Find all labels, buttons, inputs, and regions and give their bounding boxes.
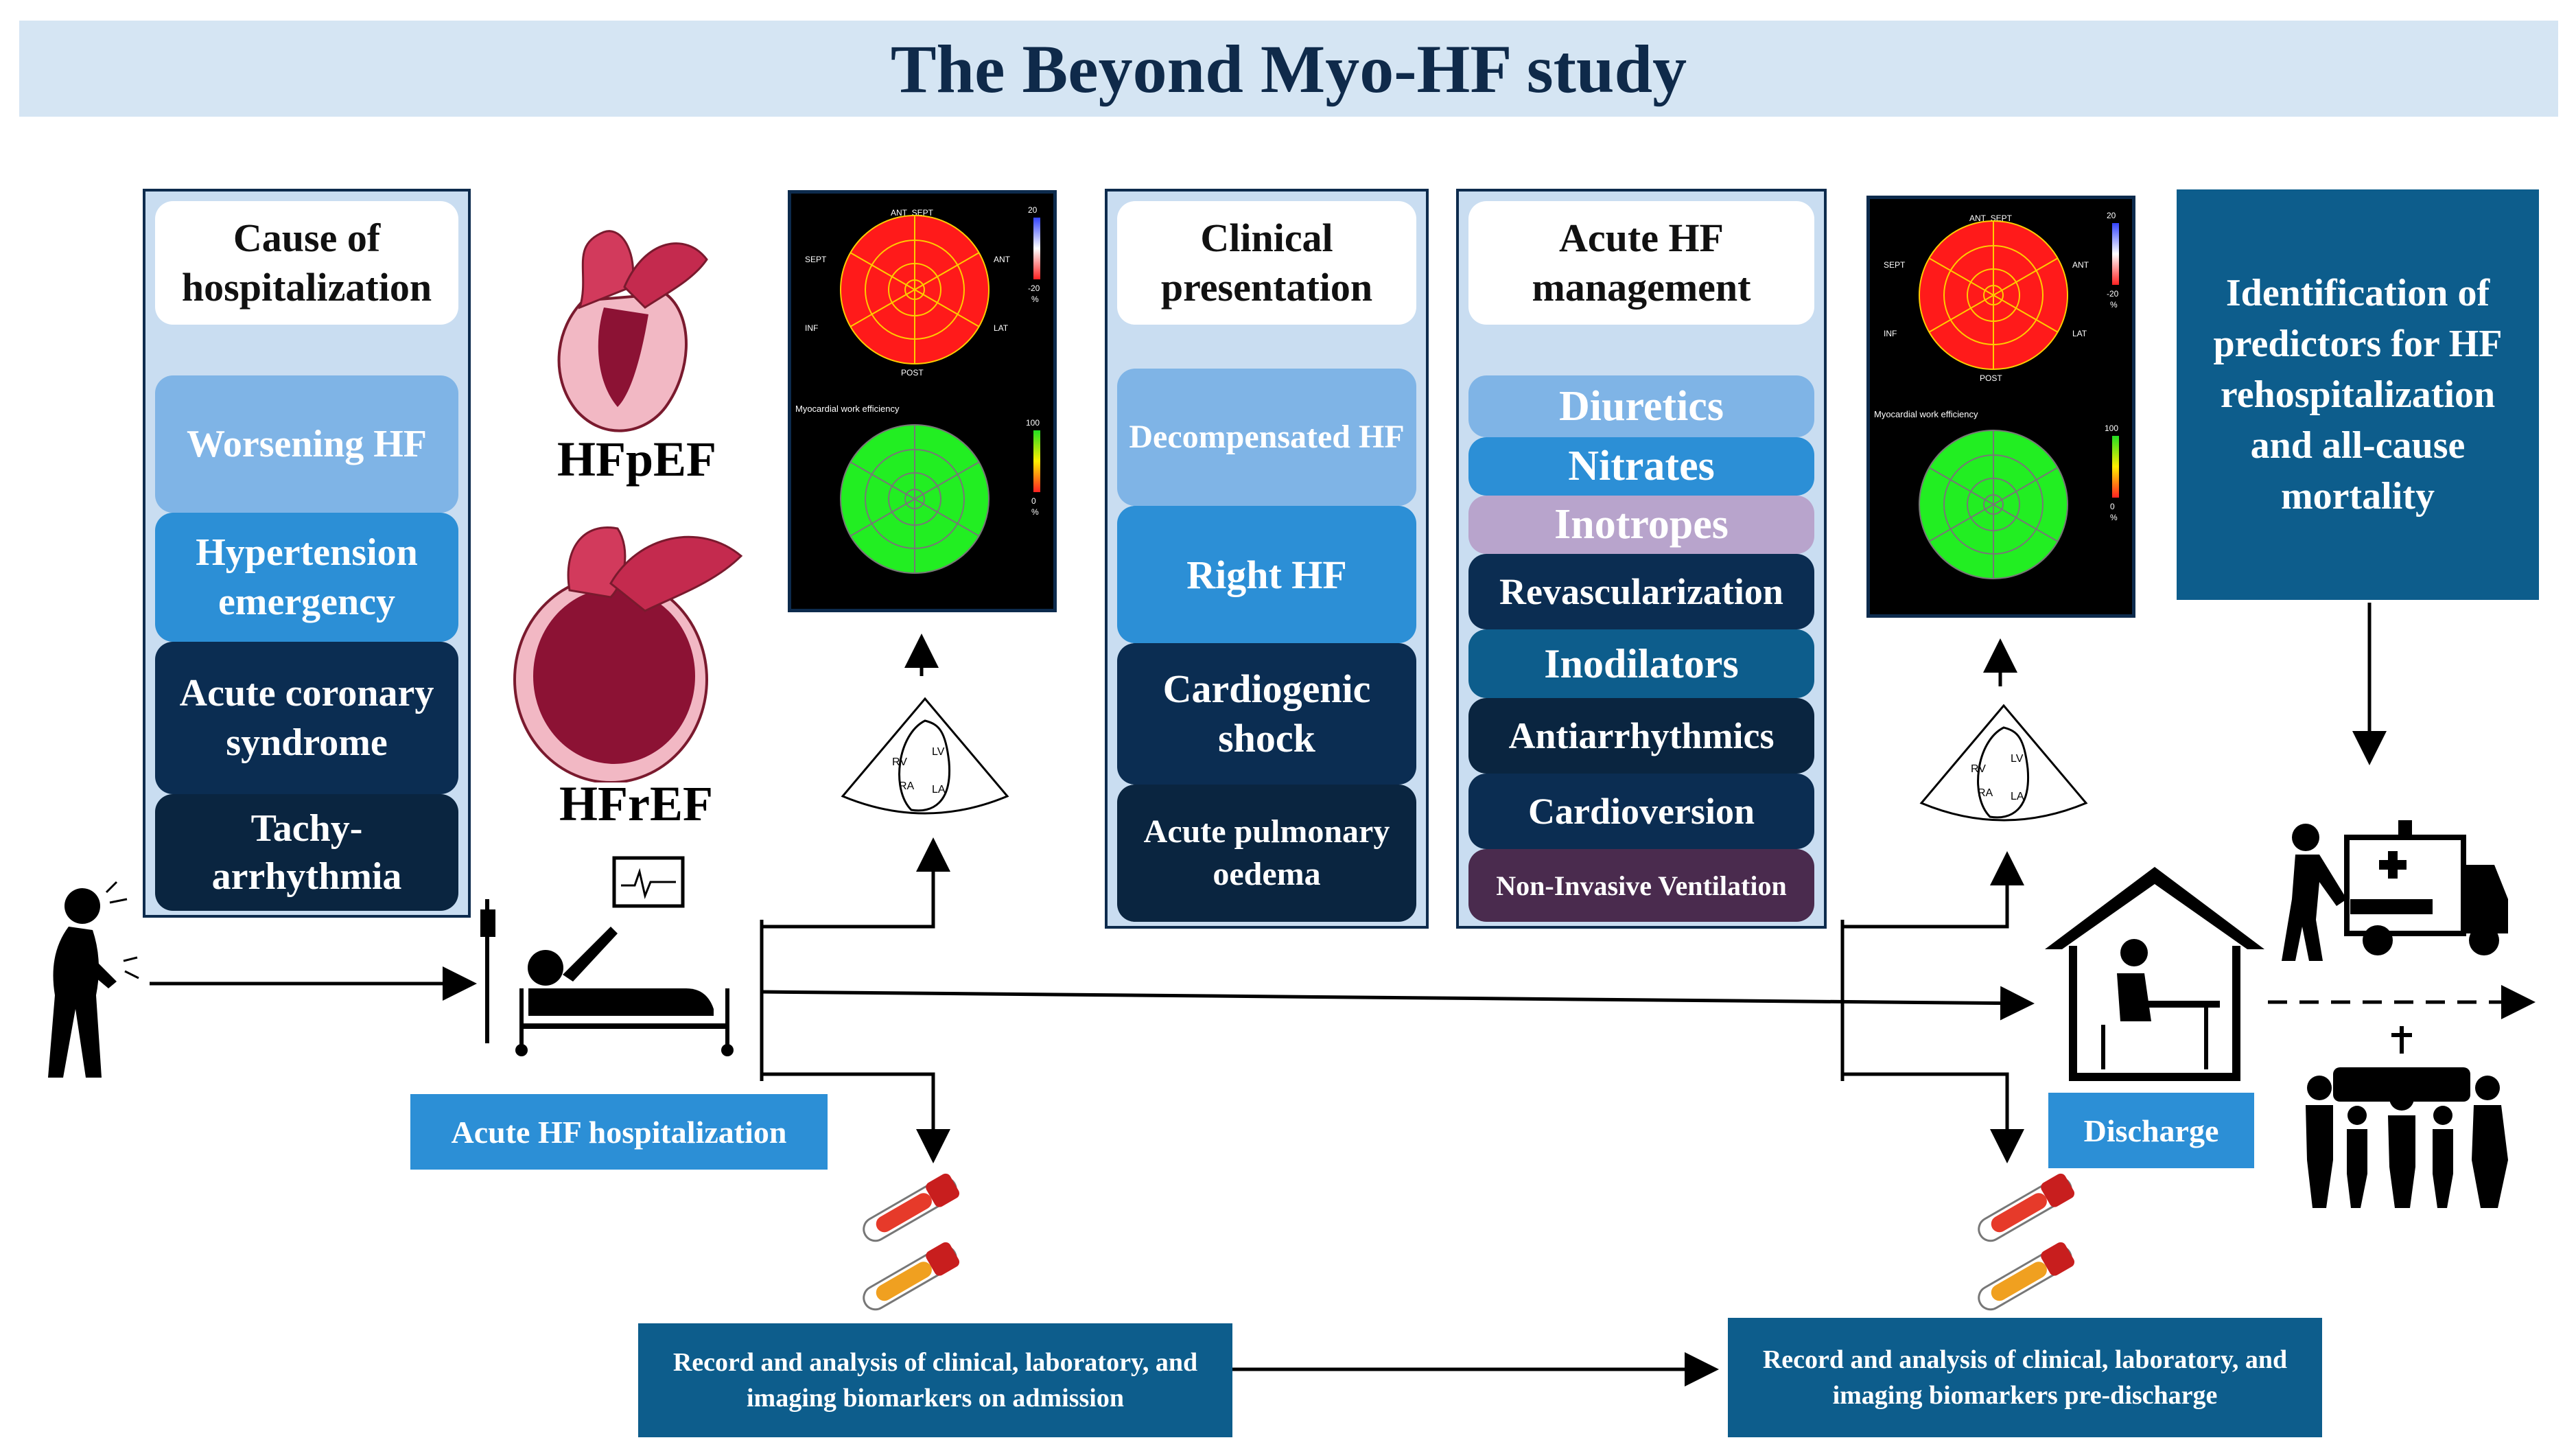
management-cardioversion: Cardioversion <box>1468 774 1814 849</box>
page-title: The Beyond Myo-HF study <box>890 30 1687 107</box>
clinical-panel-heading: Clinical presentation <box>1117 201 1416 325</box>
hfref-label: HFrEF <box>559 776 713 831</box>
echo-fan-icon-discharge: LV RV RA LA <box>1919 704 2088 822</box>
ambulance-icon <box>2282 820 2508 961</box>
strain-scale2-min: -20 <box>2107 289 2119 299</box>
management-diuretics: Diuretics <box>1468 375 1814 437</box>
efficiency-scale-min: 0 <box>1031 496 1036 506</box>
clinical-panel: Clinical presentation Decompensated HF R… <box>1105 189 1429 929</box>
blood-tubes-icon-admission <box>863 1173 960 1311</box>
strain-scale-max: 20 <box>1028 205 1038 215</box>
strain-scale-unit: % <box>1031 294 1039 304</box>
bullseye-plots-admission: ANT_SEPT SEPT ANT INF LAT POST 20 -20 % … <box>795 205 1040 574</box>
bullseye-label-post: POST <box>901 368 924 378</box>
bullseye-plots-discharge: ANT_SEPT SEPT ANT INF LAT POST 20 -20 % … <box>1874 211 2119 579</box>
clinical-decompensated-hf: Decompensated HF <box>1117 369 1416 506</box>
title-bar: The Beyond Myo-HF study <box>19 21 2558 117</box>
cause-hypertension-emergency: Hypertension emergency <box>155 513 458 642</box>
bullseye-panel-discharge: ANT_SEPT SEPT ANT INF LAT POST 20 -20 % … <box>1866 196 2135 618</box>
echo2-label-ra: RA <box>1978 787 1993 799</box>
clinical-acute-pulmonary-oedema: Acute pulmonary oedema <box>1117 785 1416 922</box>
cause-panel-heading: Cause of hospitalization <box>155 201 458 325</box>
echo2-label-lv: LV <box>2011 753 2024 765</box>
efficiency2-title: Myocardial work efficiency <box>1874 409 1978 419</box>
clinical-right-hf: Right HF <box>1117 506 1416 643</box>
bullseye-label-lat: LAT <box>994 323 1009 333</box>
cause-tachyarrhythmia: Tachy-arrhythmia <box>155 794 458 911</box>
blood-tubes-icon-discharge <box>1978 1173 2075 1311</box>
echo-label-rv: RV <box>892 756 907 768</box>
home-icon <box>2045 867 2264 1081</box>
clinical-cardiogenic-shock: Cardiogenic shock <box>1117 643 1416 785</box>
record-box-discharge: Record and analysis of clinical, laborat… <box>1728 1318 2322 1437</box>
bullseye2-label-ant-sept: ANT_SEPT <box>1969 213 2013 223</box>
bullseye2-label-ant: ANT <box>2072 260 2089 270</box>
echo-label-ra: RA <box>899 780 915 792</box>
admission-label: Acute HF hospitalization <box>410 1094 828 1170</box>
echo-fan-icon-admission: LV RV RA LA <box>841 697 1009 815</box>
hfpef-heart-icon <box>557 230 708 432</box>
echo2-label-rv: RV <box>1971 763 1986 775</box>
cause-panel: Cause of hospitalization Worsening HF Hy… <box>143 189 471 918</box>
record-box-admission: Record and analysis of clinical, laborat… <box>638 1323 1232 1437</box>
echo-label-lv: LV <box>932 746 945 758</box>
chest-pain-patient-icon <box>48 881 139 1078</box>
efficiency2-scale-max: 100 <box>2105 423 2118 433</box>
hospital-bed-icon <box>480 856 734 1056</box>
strain-scale-min: -20 <box>1028 283 1040 293</box>
management-inotropes: Inotropes <box>1468 496 1814 554</box>
efficiency2-scale-min: 0 <box>2110 502 2115 511</box>
bullseye2-label-post: POST <box>1980 373 2002 383</box>
echo-label-la: LA <box>932 784 946 796</box>
bullseye-panel-admission: ANT_SEPT SEPT ANT INF LAT POST 20 -20 % … <box>788 190 1057 612</box>
management-panel: Acute HF management Diuretics Nitrates I… <box>1456 189 1827 929</box>
outcome-box: Identification of predictors for HF reho… <box>2177 189 2539 600</box>
efficiency-title: Myocardial work efficiency <box>795 404 900 414</box>
bullseye2-label-inf: INF <box>1884 329 1897 338</box>
strain-scale2-unit: % <box>2110 300 2118 310</box>
efficiency-scale-unit: % <box>1031 507 1039 517</box>
management-antiarrhythmics: Antiarrhythmics <box>1468 698 1814 774</box>
strain-scale2-max: 20 <box>2107 211 2116 220</box>
bullseye2-label-lat: LAT <box>2072 329 2087 338</box>
funeral-mortality-icon <box>2306 1026 2508 1208</box>
bullseye-label-sept: SEPT <box>805 255 827 264</box>
bullseye-label-inf: INF <box>805 323 818 333</box>
hfref-heart-icon <box>513 526 743 782</box>
management-non-invasive-ventilation: Non-Invasive Ventilation <box>1468 849 1814 922</box>
discharge-label: Discharge <box>2048 1093 2254 1168</box>
bullseye-label-ant-sept: ANT_SEPT <box>891 208 934 218</box>
echo2-label-la: LA <box>2011 791 2024 802</box>
bullseye-label-ant: ANT <box>994 255 1011 264</box>
cause-worsening-hf: Worsening HF <box>155 375 458 513</box>
efficiency2-scale-unit: % <box>2110 513 2118 522</box>
cause-acute-coronary-syndrome: Acute coronary syndrome <box>155 642 458 794</box>
bullseye2-label-sept: SEPT <box>1884 260 1906 270</box>
management-panel-heading: Acute HF management <box>1468 201 1814 325</box>
management-inodilators: Inodilators <box>1468 629 1814 698</box>
management-nitrates: Nitrates <box>1468 437 1814 496</box>
management-revascularization: Revascularization <box>1468 554 1814 629</box>
efficiency-scale-max: 100 <box>1026 418 1040 428</box>
hfpef-label: HFpEF <box>557 432 717 487</box>
